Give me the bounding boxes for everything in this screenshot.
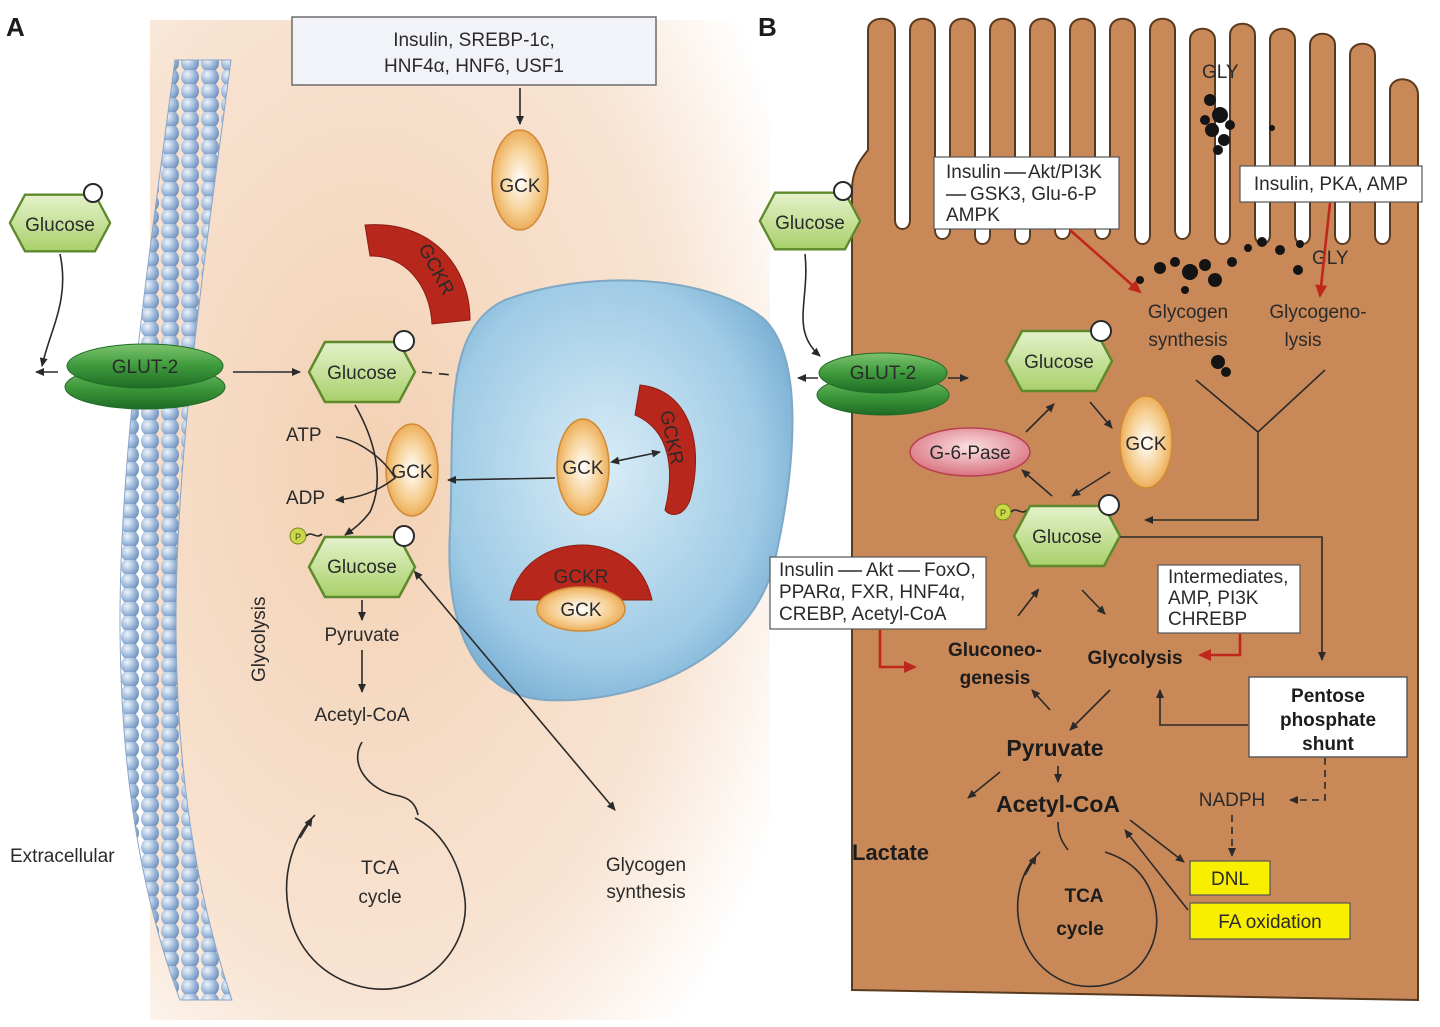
- acetyl-coa-label-b: Acetyl-CoA: [996, 791, 1120, 817]
- glucose-marker-icon: [833, 181, 853, 201]
- gck-enzyme-nucleus: [556, 418, 610, 516]
- gluconeogenesis-line-2: genesis: [960, 668, 1031, 689]
- glut2-transporter-b: GLUT-2: [816, 352, 950, 416]
- gck-label-nucleus: GCK: [562, 458, 604, 479]
- glut2-label-a: GLUT-2: [112, 357, 179, 378]
- pentose-line-2: phosphate: [1280, 710, 1376, 731]
- box-gng-ppar: PPARα, FXR, HNF4α,: [779, 582, 965, 603]
- pentose-line-1: Pentose: [1291, 686, 1365, 707]
- box-synthesis-ampk: AMPK: [946, 205, 1000, 226]
- panel-a-letter: A: [6, 12, 25, 42]
- fa-oxidation-label: FA oxidation: [1218, 912, 1322, 933]
- glucose-phosphate-label: Glucose: [327, 557, 397, 578]
- gck-label-complex: GCK: [560, 600, 602, 621]
- glucose-marker-icon: [83, 183, 103, 203]
- glucose-marker-icon: [1090, 320, 1112, 342]
- phosphate-label-a: P: [295, 532, 301, 542]
- box-glycolysis-line-2: AMP, PI3K: [1168, 588, 1259, 609]
- glycogenolysis-b-line-2: lysis: [1285, 330, 1322, 351]
- atp-label: ATP: [286, 425, 322, 446]
- box-gng-crebp: CREBP, Acetyl-CoA: [779, 604, 947, 625]
- glycogen-synthesis-a-line-2: synthesis: [606, 882, 685, 903]
- gck-label-top: GCK: [499, 176, 541, 197]
- box-synthesis-insulin: Insulin: [946, 162, 1001, 183]
- pentose-phosphate-box: [1248, 676, 1408, 758]
- gly-label-right: GLY: [1312, 248, 1349, 269]
- gly-label-top: GLY: [1202, 62, 1239, 83]
- gck-enzyme-b: [1119, 395, 1173, 489]
- adp-label: ADP: [286, 488, 325, 509]
- gckr-protein-nucleus: [634, 384, 697, 515]
- box-gng-akt: Akt: [866, 560, 894, 581]
- fa-oxidation-box: [1189, 902, 1351, 940]
- extracellular-label: Extracellular: [10, 846, 115, 867]
- tca-label-b-line-2: cycle: [1056, 919, 1104, 940]
- glycogen-synthesis-regulator-box: [933, 156, 1120, 230]
- tca-label-b-line-1: TCA: [1064, 886, 1103, 907]
- glucose-marker-icon: [393, 330, 415, 352]
- glucose-b-top-label: Glucose: [1024, 352, 1094, 373]
- tca-label-a-line-1: TCA: [361, 858, 399, 879]
- box-glycogenolysis-text: Insulin, PKA, AMP: [1254, 174, 1408, 195]
- glycogenolysis-b-line-1: Glycogeno-: [1269, 302, 1366, 323]
- lactate-label: Lactate: [852, 840, 929, 865]
- phosphate-label-b: P: [1000, 508, 1006, 518]
- gck-label-cytoplasm: GCK: [391, 462, 433, 483]
- box-gng-insulin: Insulin: [779, 560, 834, 581]
- glucose-cytoplasm-label: Glucose: [327, 363, 397, 384]
- pentose-line-3: shunt: [1302, 734, 1354, 755]
- glucose-extracellular-label: Glucose: [25, 215, 95, 236]
- glycolysis-regulator-box: [1157, 564, 1301, 634]
- tca-label-a-line-2: cycle: [358, 887, 401, 908]
- pyruvate-label-b: Pyruvate: [1006, 735, 1103, 761]
- glut2-label-b: GLUT-2: [850, 363, 917, 384]
- g6pase-label: G-6-Pase: [929, 443, 1010, 464]
- box-glycolysis-line-1: Intermediates,: [1168, 567, 1288, 588]
- glycogen-synthesis-b-line-1: Glycogen: [1148, 302, 1228, 323]
- glucose-marker-icon: [393, 525, 415, 547]
- gckr-protein-cytoplasm: [364, 224, 471, 325]
- glucose-marker-icon: [1098, 494, 1120, 516]
- glycogenolysis-regulator-box: [1239, 165, 1423, 203]
- gluconeogenesis-line-1: Gluconeo-: [948, 640, 1042, 661]
- dnl-box: [1189, 860, 1271, 896]
- glycogen-synthesis-b-line-2: synthesis: [1148, 330, 1227, 351]
- panel-b-letter: B: [758, 12, 777, 42]
- acetyl-coa-label-a: Acetyl-CoA: [314, 705, 409, 726]
- box-synthesis-akt: Akt/PI3K: [1028, 162, 1102, 183]
- g6pase-enzyme: [909, 427, 1031, 477]
- pyruvate-label-a: Pyruvate: [325, 625, 400, 646]
- regulator-box: [291, 16, 657, 86]
- glycolysis-label-b: Glycolysis: [1087, 648, 1182, 669]
- gck-enzyme-top: [491, 129, 549, 231]
- gck-label-b: GCK: [1125, 434, 1167, 455]
- box-gng-foxo: FoxO,: [924, 560, 976, 581]
- glucose-b-center-label: Glucose: [1032, 527, 1102, 548]
- gluconeogenesis-regulator-box: [769, 556, 987, 630]
- box-glycolysis-line-3: CHREBP: [1168, 609, 1247, 630]
- gck-enzyme-cytoplasm: [385, 423, 439, 517]
- box-synthesis-gsk3: GSK3, Glu-6-P: [970, 184, 1097, 205]
- gckr-label-complex: GCKR: [554, 567, 609, 588]
- regulator-line-2: HNF4α, HNF6, USF1: [384, 56, 564, 77]
- glut2-transporter-a: GLUT-2: [64, 343, 226, 410]
- dnl-label: DNL: [1211, 869, 1249, 890]
- nadph-label: NADPH: [1199, 790, 1266, 811]
- glucose-extracellular-b-label: Glucose: [775, 213, 845, 234]
- glycogen-granules: [1136, 94, 1304, 377]
- regulator-line-1: Insulin, SREBP-1c,: [393, 30, 555, 51]
- panel-a: A Insulin, SREBP-1c, HNF4α, HNF6, USF1 G…: [6, 12, 794, 1020]
- glycogen-synthesis-a-line-1: Glycogen: [606, 855, 686, 876]
- panel-b: B GLY GLY Insulin Akt/PI3K GSK3, Glu-6-P…: [758, 12, 1423, 1002]
- glycolysis-label-a: Glycolysis: [249, 596, 270, 682]
